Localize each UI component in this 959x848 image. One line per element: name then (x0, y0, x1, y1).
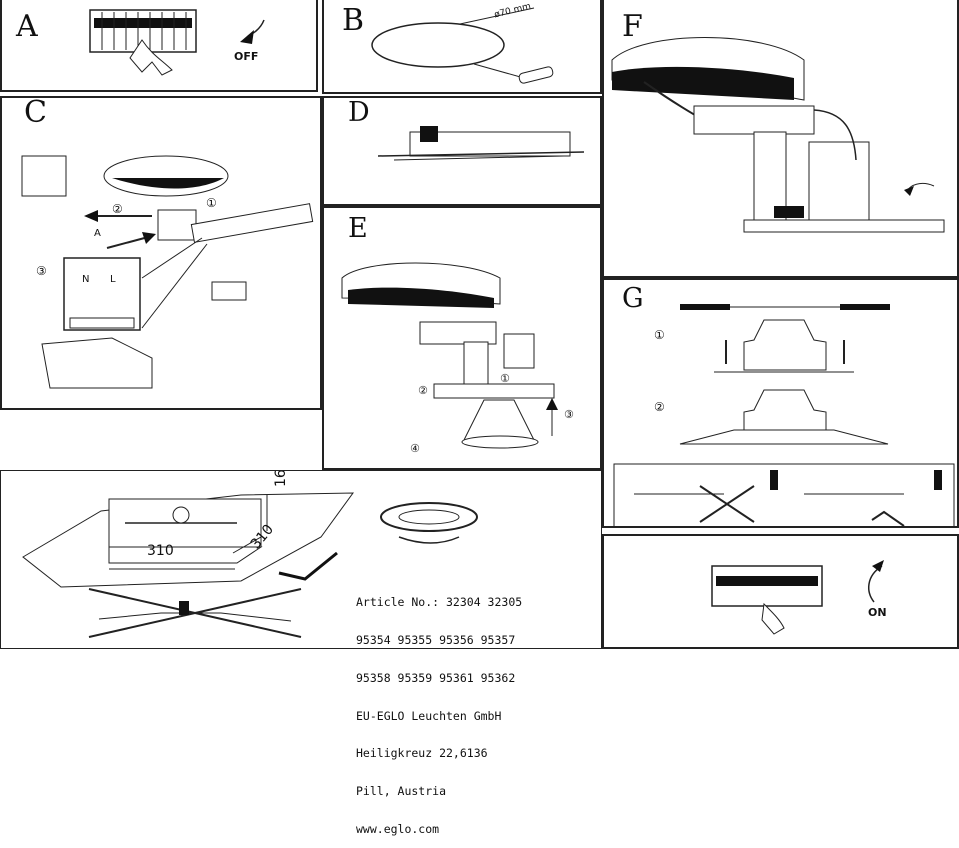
fuse-box-off-illustration (89, 9, 265, 76)
panel-cutout: 310 160 310 (0, 470, 602, 649)
step-1: ① (206, 196, 217, 210)
step-2: ② (654, 400, 665, 414)
panel-b: B ø70 mm (322, 0, 602, 94)
panel-g: G ① ② (602, 278, 959, 528)
article-info: Article No.: 32304 32305 95354 95355 953… (356, 571, 522, 848)
panel-g-label: G (622, 283, 644, 314)
ceiling-hole-illustration (371, 7, 554, 84)
company-city: Pill, Austria (356, 784, 447, 799)
cutout-width: 310 (147, 543, 174, 559)
lamp-change-illustration (613, 304, 955, 526)
company-street: Heiligkreuz 22,6136 (356, 746, 488, 761)
panel-c-label: C (24, 96, 47, 130)
on-caption: ON (868, 606, 887, 619)
panel-f-label: F (622, 9, 643, 44)
panel-on: ON (602, 534, 959, 649)
panel-b-label: B (342, 3, 365, 38)
panel-e: E ① ② ③ ④ (322, 206, 602, 470)
terminal-n: N (82, 274, 90, 285)
fixture-mounting-illustration (341, 262, 558, 449)
article-line: 95354 95355 95356 95357 (356, 632, 516, 647)
step-a: A (94, 228, 101, 239)
step-3: ③ (564, 408, 574, 421)
wiring-illustration (21, 155, 314, 389)
step-4: ④ (410, 442, 420, 455)
panel-d: D (322, 96, 602, 206)
article-line: Article No.: 32304 32305 (356, 595, 523, 610)
lamp-insertion-illustration (611, 37, 945, 233)
company-website[interactable]: www.eglo.com (356, 821, 440, 836)
panel-a: A OFF (0, 0, 318, 92)
article-line: 95358 95359 95361 95362 (356, 670, 516, 685)
cutout-height: 160 (273, 470, 289, 487)
step-1: ① (654, 328, 665, 342)
company-name: EU-EGLO Leuchten GmbH (356, 708, 502, 723)
fuse-box-on-illustration (711, 560, 884, 635)
panel-c: C ① ② A ③ N L (0, 96, 322, 410)
step-3: ③ (36, 264, 47, 278)
panel-a-label: A (16, 9, 38, 44)
cutout-dimension-illustration (22, 492, 478, 638)
step-1: ① (500, 372, 510, 385)
step-2: ② (418, 384, 428, 397)
spring-clip-illustration (377, 126, 585, 161)
off-caption: OFF (234, 50, 259, 63)
terminal-l: L (110, 274, 116, 285)
panel-f: F (602, 0, 959, 278)
panel-d-label: D (348, 97, 370, 128)
step-2: ② (112, 202, 123, 216)
panel-e-label: E (348, 213, 368, 244)
